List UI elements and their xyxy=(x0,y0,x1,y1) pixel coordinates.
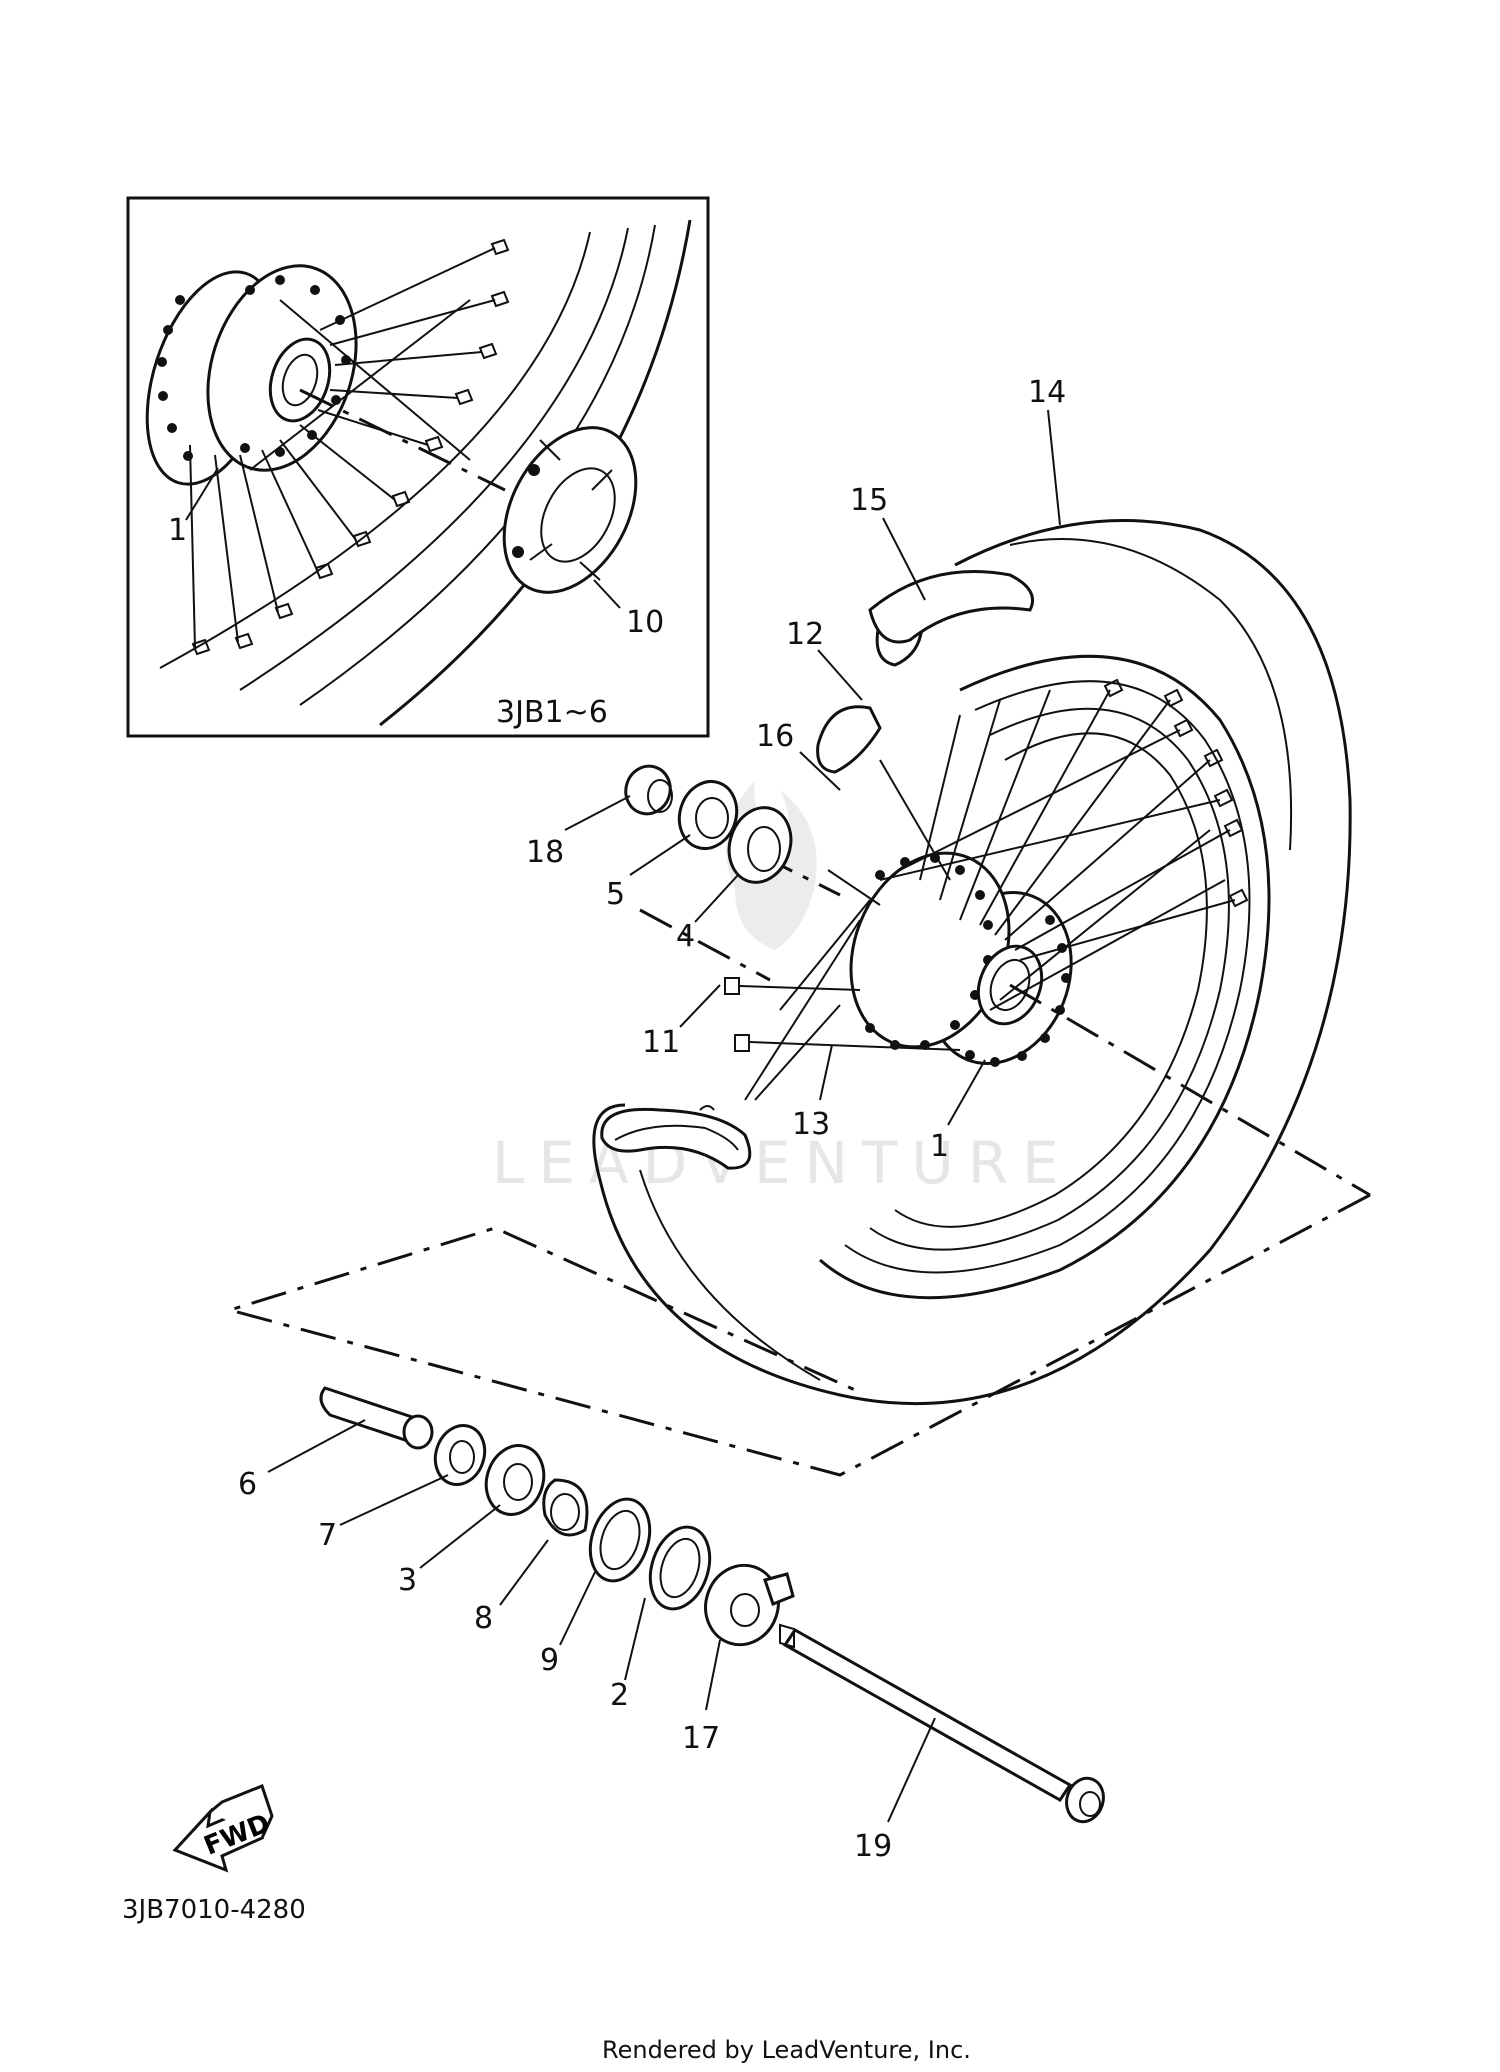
callout-11: 11 xyxy=(642,1025,680,1060)
callout-17: 17 xyxy=(682,1721,720,1756)
callout-12: 12 xyxy=(786,617,824,652)
fwd-arrow-icon: FWD xyxy=(172,1784,274,1873)
callout-18: 18 xyxy=(526,835,564,870)
callout-13: 13 xyxy=(792,1107,830,1142)
callout-19: 19 xyxy=(854,1829,892,1864)
leader-lines xyxy=(267,409,1061,1823)
callout-16: 16 xyxy=(756,719,794,754)
callout-15: 15 xyxy=(850,483,888,518)
callout-6: 6 xyxy=(238,1467,257,1502)
callout-labels: 14 15 12 16 18 5 4 11 13 1 6 7 3 8 9 2 1… xyxy=(238,375,1066,1864)
callout-14: 14 xyxy=(1028,375,1066,410)
inset-box: 1 10 3JB1~6 xyxy=(126,196,710,738)
callout-8: 8 xyxy=(474,1601,493,1636)
callout-9: 9 xyxy=(540,1643,559,1678)
callout-7: 7 xyxy=(318,1518,337,1553)
callout-5: 5 xyxy=(606,877,625,912)
diagram-code: 3JB7010-4280 xyxy=(122,1895,306,1925)
callout-1: 1 xyxy=(930,1129,949,1164)
footer-credit: Rendered by LeadVenture, Inc. xyxy=(602,2036,971,2064)
wheel-assembly xyxy=(224,519,1371,1477)
watermark-text: LEADVENTURE xyxy=(492,1129,1073,1197)
variant-label: 3JB1~6 xyxy=(496,695,608,730)
callout-4: 4 xyxy=(676,919,695,954)
callout-2: 2 xyxy=(610,1678,629,1713)
inset-callout-10: 10 xyxy=(626,605,664,640)
inset-callout-1: 1 xyxy=(168,513,187,548)
watermark: LEADVENTURE xyxy=(492,780,1073,1197)
callout-3: 3 xyxy=(398,1563,417,1598)
small-parts xyxy=(319,764,1105,1824)
